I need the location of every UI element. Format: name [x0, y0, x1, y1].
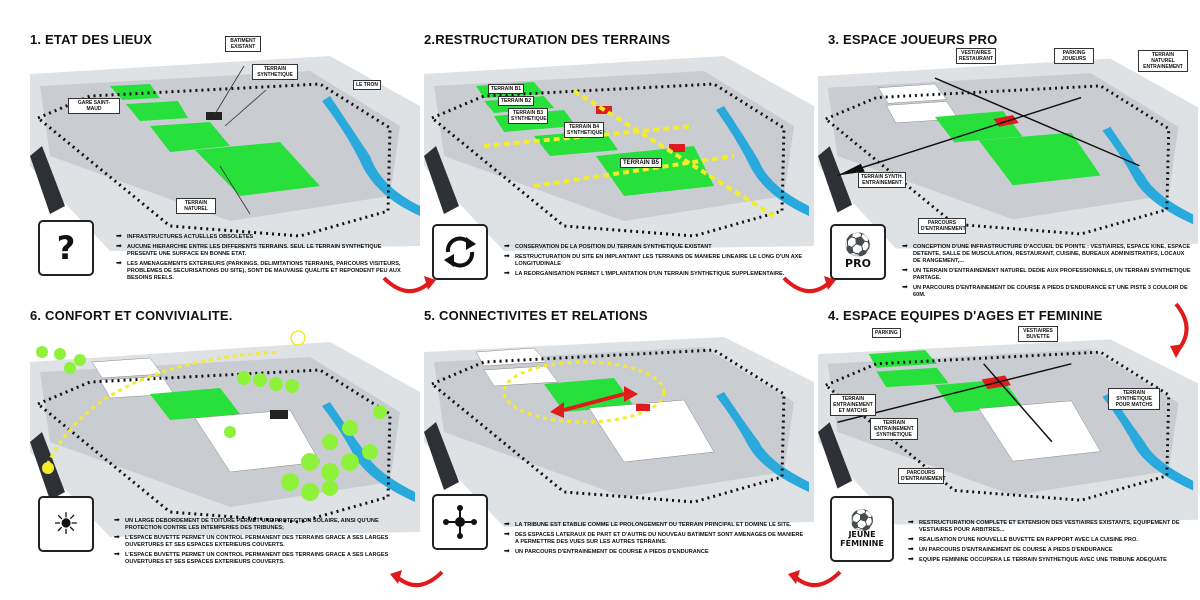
- note: LES AMENAGEMENTS EXTERIEURS (PARKINGS, D…: [116, 260, 406, 282]
- label-terrain-b2: TERRAIN B2: [498, 96, 535, 106]
- panel-etat-des-lieux: 1. ETAT DES LIEUX BATIMENT EXISTANT TERR…: [30, 32, 420, 322]
- label-parking-joueurs: PARKING JOUEURS: [1054, 48, 1094, 64]
- site-plan-pro: [818, 58, 1198, 249]
- panel-title: 5. CONNECTIVITES ET RELATIONS: [424, 308, 648, 323]
- note: RESTRUCTURATION COMPLETE ET EXTENSION DE…: [908, 519, 1194, 534]
- note: L'ESPACE BUVETTE PERMET UN CONTROL PERMA…: [114, 551, 414, 566]
- label-parcours-entrainement: PARCOURS D'ENTRAINEMENT: [898, 468, 946, 484]
- label-terrain-b1: TERRAIN B1: [488, 84, 525, 94]
- player-pro-icon: ⚽ PRO: [830, 224, 886, 280]
- player-jeune-icon: ⚽ JEUNE FEMININE: [830, 496, 894, 562]
- note: UN LARGE DEBORDEMENT DE TOITURE PERMET U…: [114, 517, 414, 532]
- label-batiment-existant: BATIMENT EXISTANT: [225, 36, 261, 52]
- player-icon: ⚽: [844, 232, 872, 258]
- flow-arrow-2-3: [782, 276, 836, 293]
- note: INFRASTRUCTURES ACTUELLES OBSOLETES: [116, 233, 406, 241]
- label-terrain-naturel: TERRAIN NATUREL: [176, 198, 216, 214]
- note: AUCUNE HIERARCHIE ENTRE LES DIFFERENTS T…: [116, 243, 406, 258]
- site-plan-connectivites: [424, 337, 814, 527]
- note: LA TRIBUNE EST ETABLIE COMME LE PROLONGE…: [504, 521, 804, 529]
- label-gare-saint-maud: GARE SAINT-MAUD: [68, 98, 120, 114]
- label-terrain-b5: TERRAIN B5: [620, 158, 663, 168]
- network-icon: [432, 494, 488, 550]
- note: REALISATION D'UNE NOUVELLE BUVETTE EN RA…: [908, 536, 1194, 544]
- label-terrain-naturel-entrainement: TERRAIN NATUREL ENTRAINEMENT: [1138, 50, 1188, 72]
- sun-icon: ☀: [38, 496, 94, 552]
- panel-restructuration: 2.RESTRUCTURATION DES TERRAINS TERRAIN B…: [424, 32, 814, 322]
- label-parcours-entrainement: PARCOURS D'ENTRAINEMENT: [918, 218, 966, 234]
- question-icon: ?: [38, 220, 94, 276]
- flow-arrow-4-5: [788, 570, 842, 587]
- flow-arrow-1-2: [382, 276, 436, 293]
- label-terrain-entrainement-matchs: TERRAIN ENTRAINEMENT ET MATCHS: [830, 394, 876, 416]
- note: UN PARCOURS D'ENTRAINEMENT DE COURSE A P…: [908, 546, 1194, 554]
- icon-caption: JEUNE FEMININE: [840, 530, 884, 548]
- flow-arrow-3-4: [1170, 302, 1189, 358]
- note: UN PARCOURS D'ENTRAINEMENT DE COURSE A P…: [902, 284, 1192, 299]
- note: L'ESPACE BUVETTE PERMET UN CONTROL PERMA…: [114, 534, 414, 549]
- note: LA REORGANISATION PERMET L'IMPLANTATION …: [504, 270, 804, 278]
- panel-title: 2.RESTRUCTURATION DES TERRAINS: [424, 32, 671, 47]
- label-terrain-b3: TERRAIN B3 SYNTHETIQUE: [508, 108, 548, 124]
- cycle-arrows-icon: [432, 224, 488, 280]
- note: CONSERVATION DE LA POSITION DU TERRAIN S…: [504, 243, 804, 251]
- site-plan-confort: [30, 330, 420, 537]
- note: UN TERRAIN D'ENTRAINEMENT NATUREL DEDIE …: [902, 267, 1192, 282]
- notes-pro: CONCEPTION D'UNE INFRASTRUCTURE D'ACCUEI…: [902, 243, 1192, 302]
- panel-title: 4. ESPACE EQUIPES D'AGES ET FEMININE: [828, 308, 1103, 323]
- panel-title: 6. CONFORT ET CONVIVIALITE.: [30, 308, 233, 323]
- flow-arrow-5-6: [390, 570, 444, 587]
- label-terrain-synth-entrainement: TERRAIN SYNTH. ENTRAINEMENT: [858, 172, 906, 188]
- label-le-tron: LE TRON: [353, 80, 381, 90]
- note: CONCEPTION D'UNE INFRASTRUCTURE D'ACCUEI…: [902, 243, 1192, 265]
- label-terrain-entrainement-synth: TERRAIN ENTRAINEMENT SYNTHETIQUE: [870, 418, 918, 440]
- notes-restructuration: CONSERVATION DE LA POSITION DU TERRAIN S…: [504, 243, 804, 281]
- panel-title: 3. ESPACE JOUEURS PRO: [828, 32, 998, 47]
- panel-espace-joueurs-pro: 3. ESPACE JOUEURS PRO VESTIAIRES RESTAUR…: [818, 32, 1198, 322]
- label-parking: PARKING: [872, 328, 901, 338]
- icon-caption: PRO: [845, 256, 871, 270]
- note: UN PARCOURS D'ENTRAINEMENT DE COURSE A P…: [504, 548, 804, 556]
- notes-etat: INFRASTRUCTURES ACTUELLES OBSOLETES AUCU…: [116, 233, 406, 285]
- notes-equipes: RESTRUCTURATION COMPLETE ET EXTENSION DE…: [908, 519, 1194, 567]
- notes-confort: UN LARGE DEBORDEMENT DE TOITURE PERMET U…: [114, 517, 414, 569]
- label-terrain-synthetique: TERRAIN SYNTHETIQUE: [252, 64, 298, 80]
- panel-title: 1. ETAT DES LIEUX: [30, 32, 153, 47]
- player-icon: ⚽: [849, 508, 875, 532]
- label-terrain-synth-matchs: TERRAIN SYNTHETIQUE POUR MATCHS: [1108, 388, 1160, 410]
- label-vestiaires-buvette: VESTIAIRES BUVETTE: [1018, 326, 1058, 342]
- panel-confort: 6. CONFORT ET CONVIVIALITE. ☀ UN LARGE D…: [30, 308, 420, 598]
- notes-connectivites: LA TRIBUNE EST ETABLIE COMME LE PROLONGE…: [504, 521, 804, 559]
- panel-connectivites: 5. CONNECTIVITES ET RELATIONS LA TRIBUNE…: [424, 308, 814, 598]
- label-vestiaires-restaurant: VESTIAIRES RESTAURANT: [956, 48, 996, 64]
- note: EQUIPE FEMININE OCCUPERA LE TERRAIN SYNT…: [908, 556, 1194, 564]
- label-terrain-b4: TERRAIN B4 SYNTHETIQUE: [564, 122, 604, 138]
- note: DES ESPACES LATERAUX DE PART ET D'AUTRE …: [504, 531, 804, 546]
- note: RESTRUCTURATION DU SITE EN IMPLANTANT LE…: [504, 253, 804, 268]
- site-plan-etat: [30, 56, 420, 251]
- panel-equipes-ages: 4. ESPACE EQUIPES D'AGES ET FEMININE PAR…: [818, 308, 1198, 598]
